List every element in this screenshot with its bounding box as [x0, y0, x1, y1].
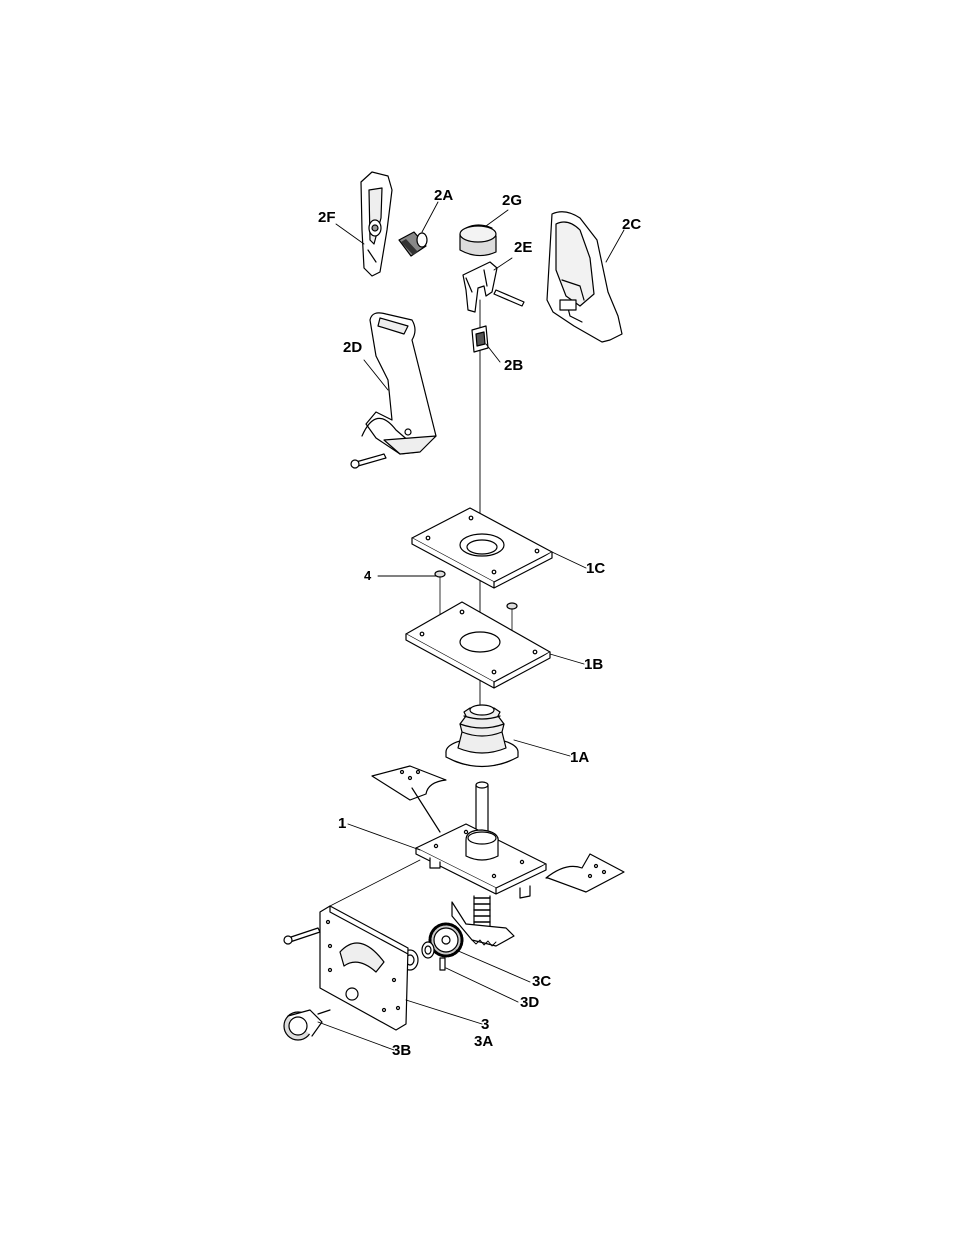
callout-2b: 2B	[504, 358, 523, 374]
callout-2f: 2F	[318, 210, 336, 226]
part-shaft	[476, 782, 488, 836]
callout-4: 4	[364, 568, 371, 584]
callout-1a: 1A	[570, 750, 589, 766]
part-2b-microswitch	[472, 326, 488, 352]
callout-3d: 3D	[520, 995, 539, 1011]
callout-1c: 1C	[586, 561, 605, 577]
callout-2a: 2A	[434, 188, 453, 204]
callout-1: 1	[338, 816, 346, 832]
callout-3b: 3B	[392, 1043, 411, 1059]
part-2d-grip	[351, 313, 436, 468]
part-3d-set-screw	[440, 958, 445, 970]
callout-2e: 2E	[514, 240, 532, 256]
part-1a-boot	[446, 705, 518, 767]
part-2e-bracket	[463, 262, 524, 312]
callout-3: 3	[481, 1017, 489, 1033]
part-side-screw	[284, 928, 320, 944]
part-3c-gear	[430, 924, 462, 956]
part-2f-grip-panel	[361, 172, 392, 276]
callout-3c: 3C	[532, 974, 551, 990]
callout-2c: 2C	[622, 217, 641, 233]
part-1-base-plate	[416, 824, 546, 898]
callout-2g: 2G	[502, 193, 522, 209]
part-3-bracket-plate	[320, 860, 420, 1030]
part-2c-grip-shell	[547, 212, 622, 342]
part-spacer-plate-right	[546, 854, 624, 892]
callout-2d: 2D	[343, 340, 362, 356]
callout-1b: 1B	[584, 657, 603, 673]
part-3b-potentiometer	[284, 1010, 330, 1040]
callout-3a: 3A	[474, 1034, 493, 1050]
part-1b-plate	[406, 602, 550, 688]
part-2a-switch	[399, 232, 427, 256]
part-spacer-plate-left	[372, 766, 446, 832]
part-2g-cap	[460, 225, 496, 256]
